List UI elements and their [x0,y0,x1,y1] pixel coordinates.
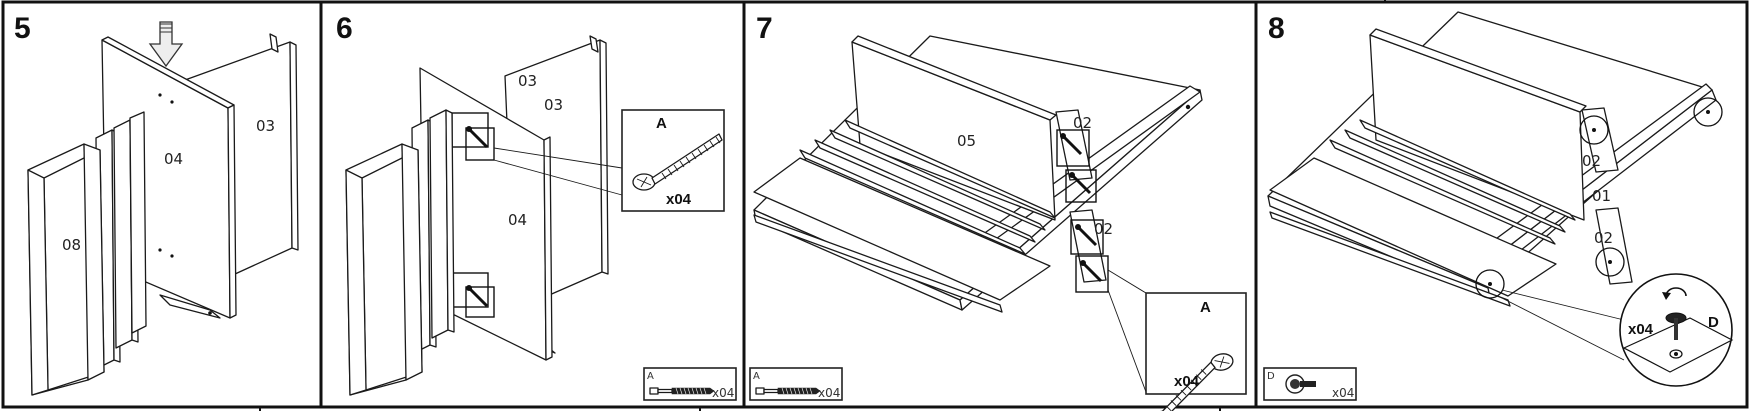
key-qty: x04 [712,386,734,400]
step-6-panel: 6 03 03 04 A [336,12,737,401]
screw-icon [649,387,715,395]
callout-qty: x04 [1174,373,1200,390]
callout-qty: x04 [666,191,692,208]
down-arrow-icon [148,21,184,68]
part-label-05: 05 [957,132,976,150]
screw-callout-box [621,109,725,212]
glide-foot-icon [1665,312,1687,359]
step-5-number: 5 [14,12,31,45]
part-label-03: 03 [544,96,563,114]
part-label-01: 01 [1592,187,1611,205]
rotate-arrow-icon [1662,287,1687,300]
step-8-panel: 8 01 02 02 [1263,11,1734,401]
callout-letter: A [1200,299,1211,316]
part-label-02: 02 [1594,229,1613,247]
part-label-02-top: 02 [1073,114,1092,132]
screw-icon [755,387,821,395]
key-qty: x04 [818,386,840,400]
glide-foot-icon [1285,374,1316,394]
step-7-number: 7 [756,12,773,45]
callout-qty: x04 [1628,321,1654,338]
part-label-04: 04 [508,211,527,229]
part-label-03: 03 [256,117,275,135]
step-5-panel: 5 03 04 0 [14,12,299,396]
part-label-02-top: 02 [1582,152,1601,170]
key-letter: A [753,371,760,382]
callout-letter: A [656,115,667,132]
part-label-04: 04 [164,150,183,168]
part-key-box [643,367,737,401]
part-label-08: 08 [62,236,81,254]
step-7-panel: 7 05 02 02 [749,12,1247,411]
part-key-box [749,367,843,401]
step-8-number: 8 [1268,12,1285,45]
part-label-03-top: 03 [518,72,537,90]
key-qty: x04 [1332,386,1354,400]
callout-letter: D [1708,314,1719,331]
key-letter: D [1267,371,1275,382]
step-6-number: 6 [336,12,353,45]
key-letter: A [647,371,654,382]
